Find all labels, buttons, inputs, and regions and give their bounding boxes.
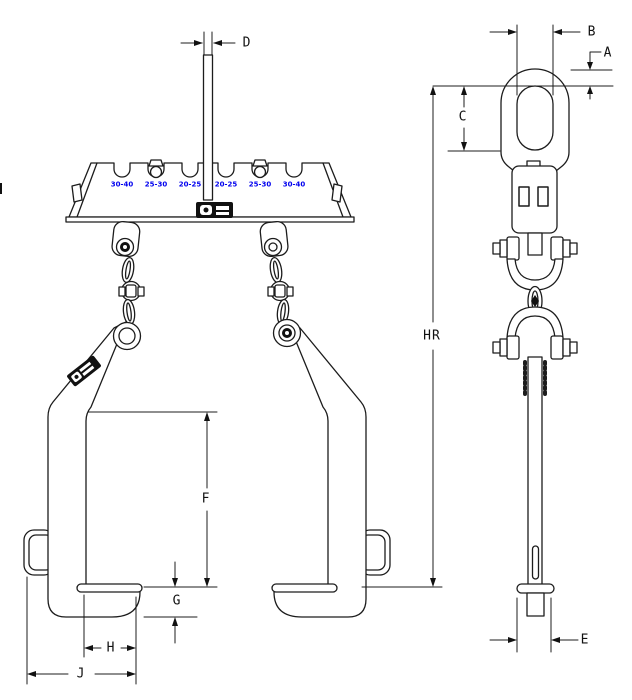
dimension-c	[447, 86, 501, 152]
foot-stub	[526, 592, 545, 617]
tong-arm-right	[271, 318, 367, 618]
foot-pad-left	[76, 583, 143, 593]
dim-label-d: D	[241, 35, 253, 51]
capacity-label: 25-30	[248, 180, 272, 189]
extension-lines-top	[432, 24, 614, 96]
dimension-j	[26, 576, 136, 685]
stray-mark	[0, 183, 2, 194]
dim-label-b: B	[586, 24, 598, 40]
dim-label-j: J	[75, 666, 87, 682]
capacity-label: 20-25	[178, 180, 202, 189]
beam-side-tab-left	[71, 183, 83, 203]
lifting-eye	[500, 68, 570, 172]
dim-label-c: C	[457, 109, 469, 125]
shackle-lower	[492, 306, 578, 360]
capacity-label: 30-40	[282, 180, 306, 189]
dimension-f	[87, 411, 218, 587]
dimension-e	[489, 597, 579, 653]
dimension-b	[489, 29, 581, 35]
dimension-g	[143, 561, 218, 644]
t-bar-handle	[202, 54, 214, 201]
chain-left	[111, 220, 145, 326]
dim-label-h: H	[105, 640, 117, 656]
arm-bar-side	[516, 356, 555, 617]
notch-pin-right	[252, 159, 268, 179]
arm-nameplate	[67, 355, 101, 387]
dim-label-e: E	[579, 632, 591, 648]
foot-pad-right	[271, 583, 338, 593]
tong-arm-left	[47, 321, 143, 618]
foot-flange	[516, 583, 555, 594]
notch-pin-left	[148, 159, 164, 179]
beam-side-tab-right	[331, 183, 343, 203]
front-view	[23, 31, 391, 685]
adjustment-slot	[531, 545, 540, 580]
dimension-a	[587, 51, 602, 100]
dimension-d	[180, 31, 236, 56]
dimension-hr	[361, 86, 443, 588]
side-view	[361, 24, 614, 653]
dimension-h	[83, 594, 137, 685]
chain-right	[259, 220, 294, 326]
dim-label-hr: HR	[422, 328, 442, 344]
capacity-label: 30-40	[110, 180, 134, 189]
shackle-upper	[492, 236, 578, 291]
beam-nameplate	[196, 202, 233, 218]
dim-label-g: G	[171, 593, 183, 609]
capacity-label: 20-25	[214, 180, 238, 189]
dim-label-f: F	[200, 491, 212, 507]
head-block	[511, 160, 558, 256]
capacity-label: 25-30	[144, 180, 168, 189]
dim-label-a: A	[602, 45, 614, 61]
